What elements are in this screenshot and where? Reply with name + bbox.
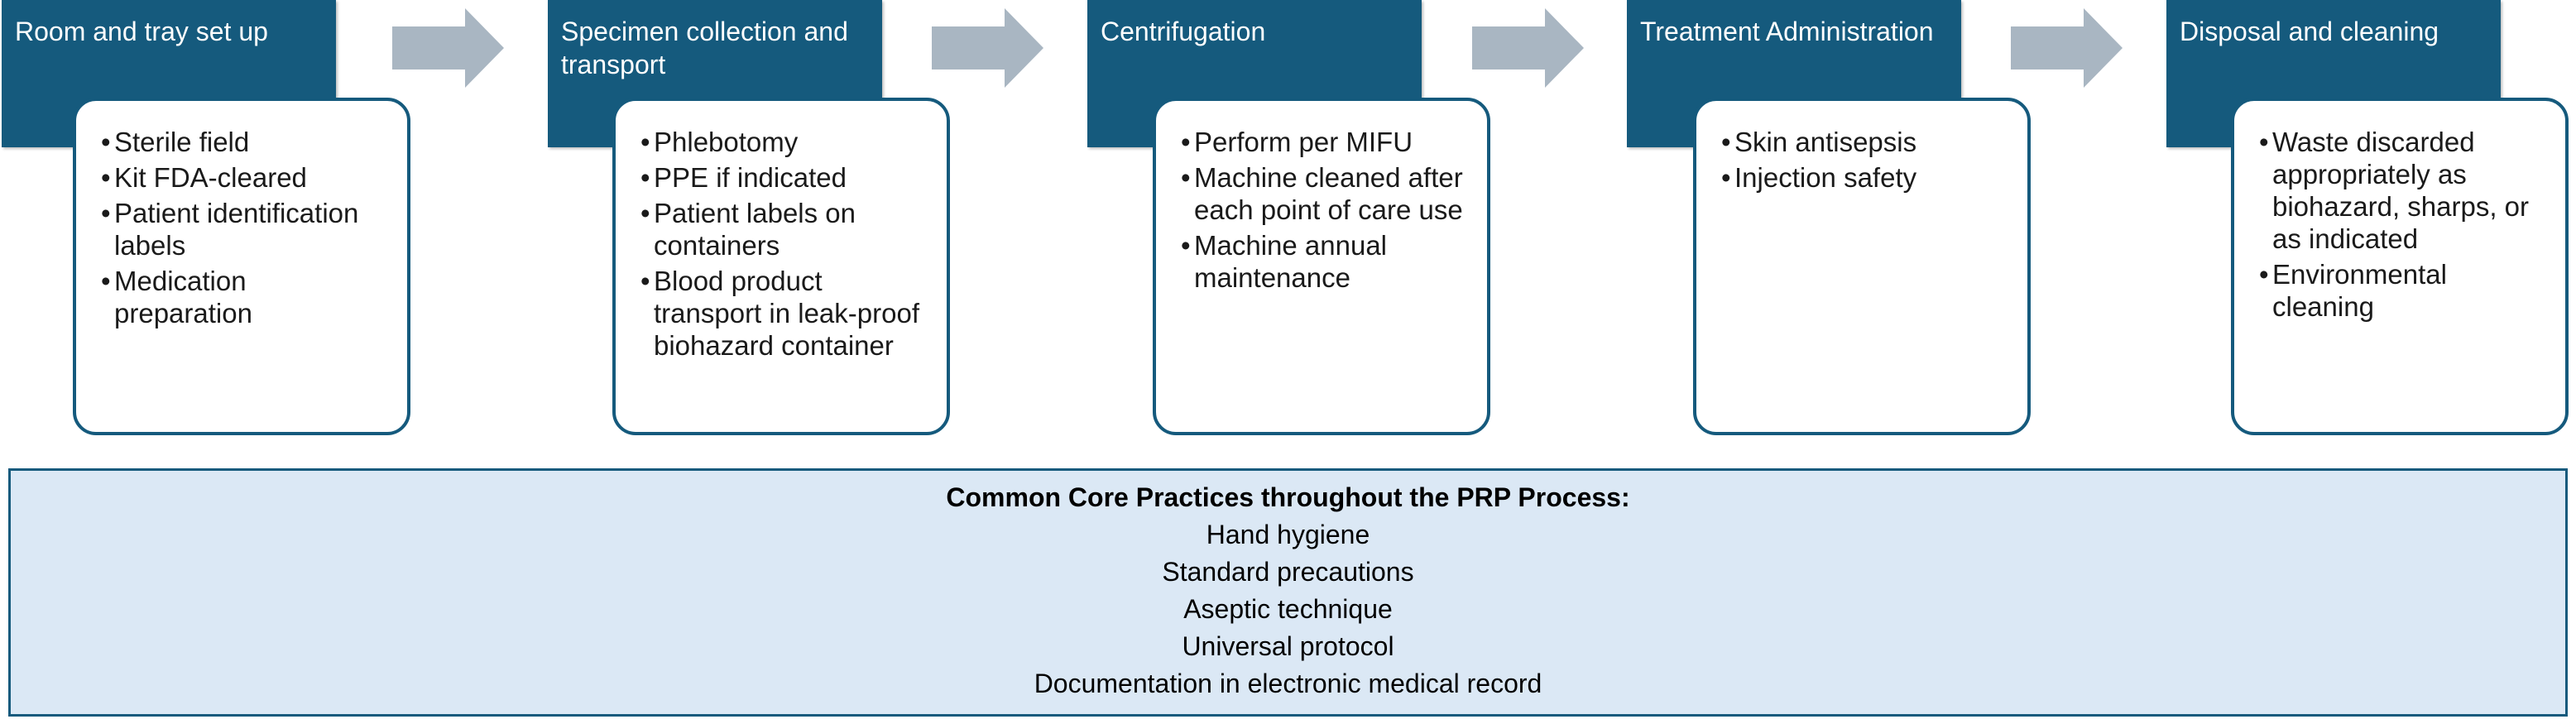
core-item: Hand hygiene bbox=[1206, 520, 1370, 549]
list-item: •Patient labels on containers bbox=[640, 197, 930, 261]
list-item-text: Skin antisepsis bbox=[1734, 127, 1917, 157]
core-item: Universal protocol bbox=[1182, 631, 1394, 661]
core-item: Documentation in electronic medical reco… bbox=[1034, 669, 1542, 698]
bullet-icon: • bbox=[2259, 259, 2269, 290]
list-item: •Waste discarded appropriately as biohaz… bbox=[2259, 126, 2549, 255]
list-item: •PPE if indicated bbox=[640, 161, 930, 194]
list-item-text: Perform per MIFU bbox=[1194, 127, 1413, 157]
bullet-icon: • bbox=[1721, 162, 1731, 193]
list-item: •Blood product transport in leak-proof b… bbox=[640, 265, 930, 362]
core-title: Common Core Practices throughout the PRP… bbox=[946, 482, 1630, 512]
step-4-detail-box: •Skin antisepsis •Injection safety bbox=[1693, 98, 2031, 435]
list-item-text: Patient identification labels bbox=[114, 198, 359, 261]
list-item-text: Machine annual maintenance bbox=[1194, 230, 1387, 293]
bullet-icon: • bbox=[101, 198, 111, 228]
step-3-list: •Perform per MIFU •Machine cleaned after… bbox=[1181, 126, 1470, 294]
step-1-title: Room and tray set up bbox=[15, 17, 268, 46]
list-item: •Phlebotomy bbox=[640, 126, 930, 158]
list-item-text: Machine cleaned after each point of care… bbox=[1194, 162, 1463, 225]
step-2-detail-box: •Phlebotomy •PPE if indicated •Patient l… bbox=[612, 98, 950, 435]
list-item: •Kit FDA-cleared bbox=[101, 161, 391, 194]
list-item: •Machine cleaned after each point of car… bbox=[1181, 161, 1470, 226]
step-1-list: •Sterile field •Kit FDA-cleared •Patient… bbox=[101, 126, 391, 329]
bullet-icon: • bbox=[101, 127, 111, 157]
bullet-icon: • bbox=[640, 162, 650, 193]
arrow-right-icon bbox=[2011, 8, 2123, 88]
step-2-title: Specimen collection and transport bbox=[561, 17, 848, 79]
bullet-icon: • bbox=[1181, 230, 1191, 261]
arrow-right-icon bbox=[1472, 8, 1584, 88]
list-item-text: Medication preparation bbox=[114, 266, 252, 328]
list-item-text: Environmental cleaning bbox=[2272, 259, 2447, 322]
bullet-icon: • bbox=[101, 266, 111, 296]
bullet-icon: • bbox=[101, 162, 111, 193]
list-item-text: Phlebotomy bbox=[654, 127, 799, 157]
list-item-text: Waste discarded appropriately as biohaza… bbox=[2272, 127, 2530, 254]
list-item-text: Patient labels on containers bbox=[654, 198, 856, 261]
list-item: •Perform per MIFU bbox=[1181, 126, 1470, 158]
bullet-icon: • bbox=[640, 266, 650, 296]
step-4-title: Treatment Administration bbox=[1640, 17, 1934, 46]
bullet-icon: • bbox=[1181, 127, 1191, 157]
list-item-text: Kit FDA-cleared bbox=[114, 162, 307, 193]
step-3-title: Centrifugation bbox=[1101, 17, 1266, 46]
list-item: •Skin antisepsis bbox=[1721, 126, 2011, 158]
step-4-list: •Skin antisepsis •Injection safety bbox=[1721, 126, 2011, 194]
list-item-text: Sterile field bbox=[114, 127, 250, 157]
core-item: Aseptic technique bbox=[1183, 594, 1393, 624]
step-2-list: •Phlebotomy •PPE if indicated •Patient l… bbox=[640, 126, 930, 362]
step-3-detail-box: •Perform per MIFU •Machine cleaned after… bbox=[1153, 98, 1490, 435]
list-item-text: PPE if indicated bbox=[654, 162, 847, 193]
list-item-text: Injection safety bbox=[1734, 162, 1917, 193]
core-item: Standard precautions bbox=[1162, 557, 1414, 587]
list-item: •Environmental cleaning bbox=[2259, 258, 2549, 323]
arrow-right-icon bbox=[932, 8, 1043, 88]
bullet-icon: • bbox=[640, 127, 650, 157]
list-item: •Injection safety bbox=[1721, 161, 2011, 194]
list-item: •Medication preparation bbox=[101, 265, 391, 329]
arrow-right-icon bbox=[392, 8, 504, 88]
step-5-title: Disposal and cleaning bbox=[2180, 17, 2439, 46]
step-1-detail-box: •Sterile field •Kit FDA-cleared •Patient… bbox=[73, 98, 410, 435]
step-5-detail-box: •Waste discarded appropriately as biohaz… bbox=[2231, 98, 2569, 435]
list-item: •Sterile field bbox=[101, 126, 391, 158]
step-5-list: •Waste discarded appropriately as biohaz… bbox=[2259, 126, 2549, 323]
bullet-icon: • bbox=[1181, 162, 1191, 193]
common-core-practices-box: Common Core Practices throughout the PRP… bbox=[8, 468, 2568, 717]
list-item-text: Blood product transport in leak-proof bi… bbox=[654, 266, 919, 361]
bullet-icon: • bbox=[2259, 127, 2269, 157]
bullet-icon: • bbox=[1721, 127, 1731, 157]
bullet-icon: • bbox=[640, 198, 650, 228]
list-item: •Machine annual maintenance bbox=[1181, 229, 1470, 294]
list-item: •Patient identification labels bbox=[101, 197, 391, 261]
